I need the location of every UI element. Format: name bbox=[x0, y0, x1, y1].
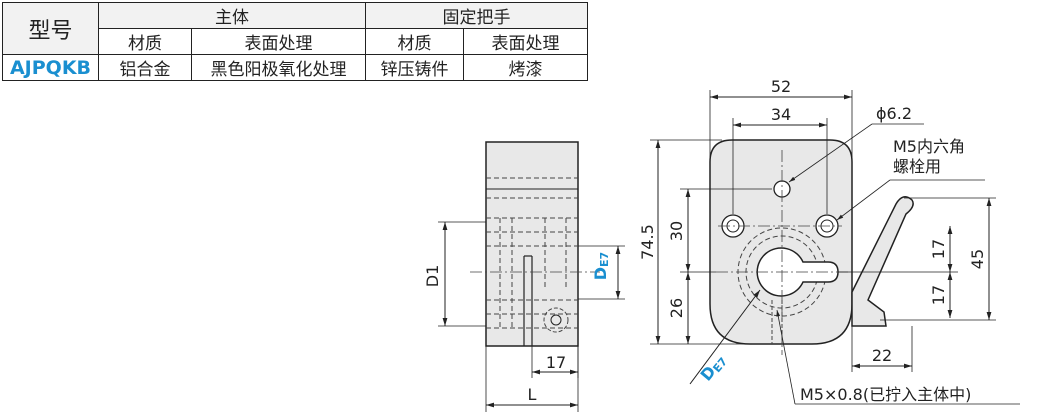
dim-17-bottom-label: 17 bbox=[546, 353, 566, 372]
dim-de7-right-label: DE7 bbox=[697, 351, 731, 386]
dim-22-label: 22 bbox=[872, 346, 892, 365]
model-header: 型号 bbox=[2, 2, 99, 55]
handle-lever bbox=[851, 196, 914, 327]
m5-thread-note: M5×0.8(已拧入主体中) bbox=[776, 309, 1020, 405]
dim-phi-label: ϕ6.2 bbox=[876, 104, 912, 123]
dim-phi-leader: ϕ6.2 bbox=[788, 104, 924, 183]
front-centerlines bbox=[716, 150, 848, 355]
dim-52-label: 52 bbox=[771, 77, 791, 96]
dim-l-label: L bbox=[528, 385, 537, 404]
dim-34-label: 34 bbox=[771, 105, 791, 124]
body-material-cell: 铝合金 bbox=[98, 54, 192, 81]
dim-17-a-label: 17 bbox=[929, 239, 948, 259]
dim-de7-left: DE7 bbox=[578, 245, 625, 300]
m5-thread-label: M5×0.8(已拧入主体中) bbox=[800, 385, 971, 404]
body-surface-cell: 黑色阳极氧化处理 bbox=[191, 54, 366, 81]
dim-d1-label: D1 bbox=[423, 265, 442, 288]
dim-de7-left-label: DE7 bbox=[591, 252, 611, 280]
dim-d1: D1 bbox=[423, 221, 486, 327]
dim-17-bottom: 17 bbox=[531, 346, 579, 378]
dim-745-label: 74.5 bbox=[638, 224, 657, 260]
front-body bbox=[709, 139, 853, 345]
m5-hex-line-2: 螺栓用 bbox=[893, 157, 941, 176]
screw-center bbox=[550, 314, 562, 326]
front-view bbox=[709, 139, 914, 355]
dim-45-label: 45 bbox=[968, 249, 987, 269]
handle-surface-cell: 烤漆 bbox=[463, 54, 588, 81]
dim-17-45: 17 17 45 bbox=[838, 197, 996, 321]
screw-head-hidden bbox=[543, 307, 569, 333]
fixing-handle-header: 固定把手 bbox=[365, 2, 588, 29]
model-cell: AJPQKB bbox=[2, 54, 99, 81]
surface-header-2: 表面处理 bbox=[463, 28, 588, 55]
surface-header: 表面处理 bbox=[191, 28, 366, 55]
m5-hex-line-1: M5内六角 bbox=[893, 137, 965, 156]
dim-26-label: 26 bbox=[667, 298, 686, 318]
dim-17-b-label: 17 bbox=[929, 285, 948, 305]
dim-l: L bbox=[485, 346, 579, 412]
dim-34: 34 bbox=[732, 105, 828, 214]
main-body-header: 主体 bbox=[98, 2, 366, 29]
side-hidden-lines bbox=[486, 177, 578, 330]
dim-22: 22 bbox=[851, 326, 913, 372]
dim-745: 74.5 bbox=[638, 139, 752, 345]
dim-52: 52 bbox=[709, 77, 853, 160]
dim-26: 26 bbox=[667, 272, 691, 344]
spec-table: 型号 主体 固定把手 材质 表面处理 材质 表面处理 AJPQKB 铝合金 黑色… bbox=[2, 2, 588, 81]
side-view bbox=[470, 141, 600, 347]
dim-30: 30 bbox=[667, 188, 772, 273]
m5-hex-note: M5内六角 螺栓用 bbox=[836, 137, 985, 221]
dim-30-label: 30 bbox=[667, 221, 686, 241]
handle-material-cell: 锌压铸件 bbox=[365, 54, 464, 81]
